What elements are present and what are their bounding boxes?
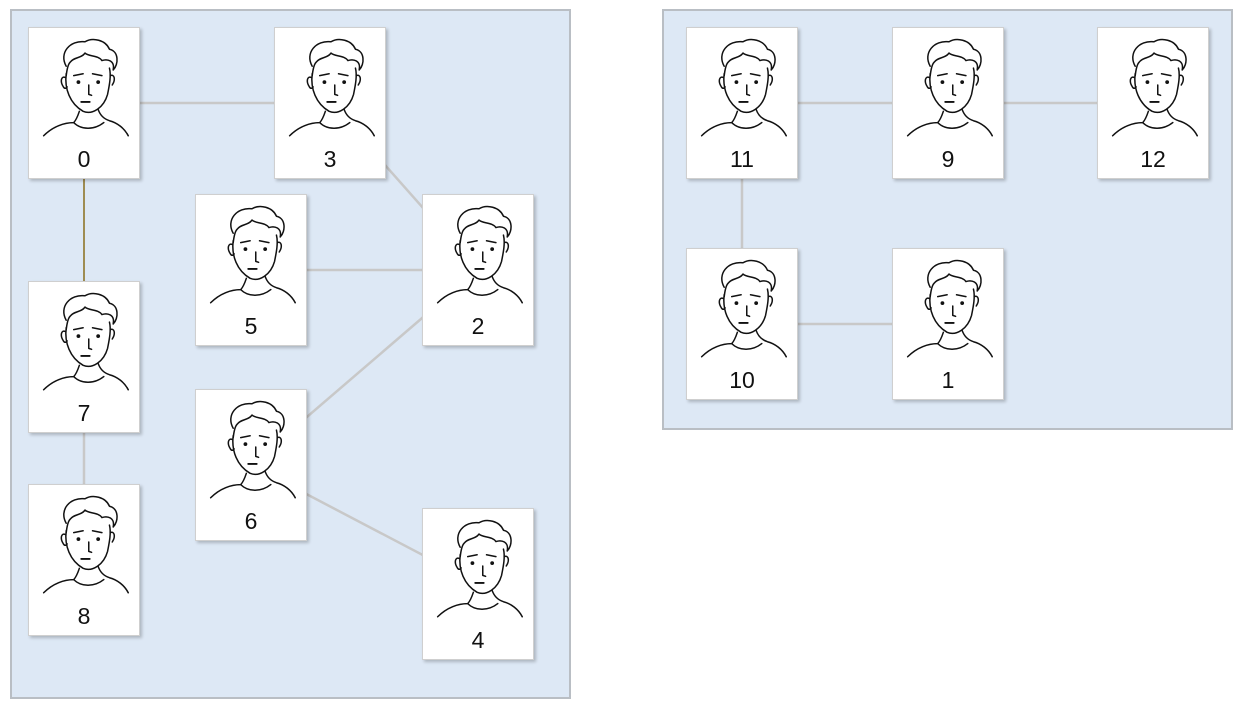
- person-portrait-icon: [432, 513, 526, 619]
- node-label: 10: [687, 367, 797, 393]
- node-8[interactable]: 8: [28, 484, 140, 636]
- node-label: 9: [893, 146, 1003, 172]
- person-portrait-icon: [38, 489, 132, 595]
- node-label: 2: [423, 313, 533, 339]
- person-portrait-icon: [902, 253, 996, 359]
- node-5[interactable]: 5: [195, 194, 307, 346]
- node-12[interactable]: 12: [1097, 27, 1209, 179]
- node-label: 5: [196, 313, 306, 339]
- node-9[interactable]: 9: [892, 27, 1004, 179]
- person-portrait-icon: [696, 253, 790, 359]
- node-1[interactable]: 1: [892, 248, 1004, 400]
- person-portrait-icon: [205, 199, 299, 305]
- node-label: 3: [275, 146, 385, 172]
- node-label: 0: [29, 146, 139, 172]
- node-11[interactable]: 11: [686, 27, 798, 179]
- node-6[interactable]: 6: [195, 389, 307, 541]
- person-portrait-icon: [38, 286, 132, 392]
- node-10[interactable]: 10: [686, 248, 798, 400]
- node-label: 7: [29, 400, 139, 426]
- person-portrait-icon: [284, 32, 378, 138]
- node-label: 11: [687, 146, 797, 172]
- person-portrait-icon: [38, 32, 132, 138]
- person-portrait-icon: [902, 32, 996, 138]
- person-portrait-icon: [1107, 32, 1201, 138]
- node-label: 6: [196, 508, 306, 534]
- node-label: 12: [1098, 146, 1208, 172]
- node-0[interactable]: 0: [28, 27, 140, 179]
- person-portrait-icon: [205, 394, 299, 500]
- node-label: 4: [423, 627, 533, 653]
- node-4[interactable]: 4: [422, 508, 534, 660]
- node-2[interactable]: 2: [422, 194, 534, 346]
- node-label: 1: [893, 367, 1003, 393]
- person-portrait-icon: [696, 32, 790, 138]
- person-portrait-icon: [432, 199, 526, 305]
- node-7[interactable]: 7: [28, 281, 140, 433]
- node-label: 8: [29, 603, 139, 629]
- node-3[interactable]: 3: [274, 27, 386, 179]
